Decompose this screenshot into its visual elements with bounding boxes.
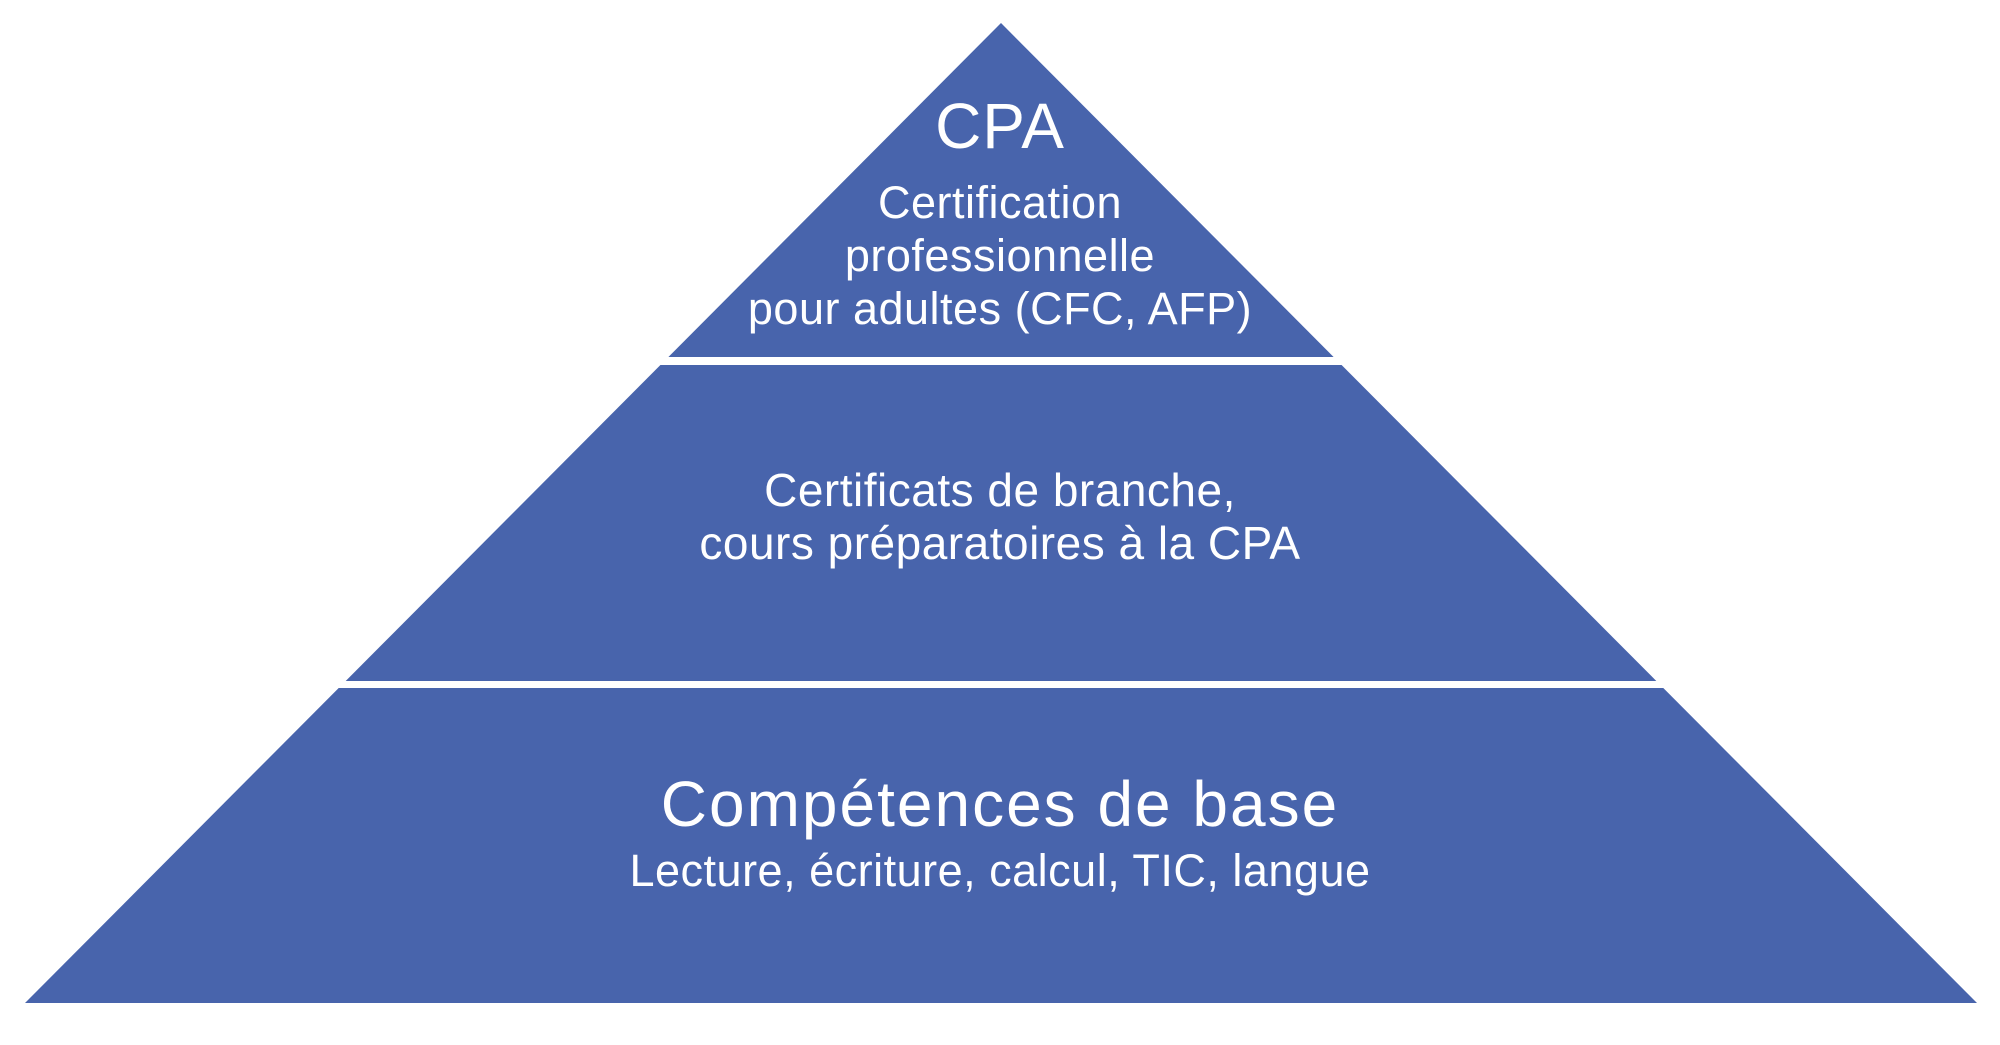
level-top-subtitle: Certification professionnelle pour adult… (0, 176, 2000, 335)
pyramid-level-middle-shape (345, 365, 1657, 681)
level-top-title: CPA (935, 90, 1065, 162)
level-middle-line-2: cours préparatoires à la CPA (699, 517, 1301, 569)
level-bottom-subtitle: Lecture, écriture, calcul, TIC, langue (629, 845, 1371, 896)
level-top-subtitle-line-2: professionnelle (844, 230, 1156, 281)
pyramid-level-bottom-shape (25, 688, 1977, 1003)
level-top-subtitle-line-1: Certification (877, 177, 1123, 228)
level-bottom-title: Compétences de base (660, 768, 1340, 840)
pyramid-level-top-shape (668, 23, 1334, 357)
level-middle-label: Certificats de branche, cours préparatoi… (0, 464, 2000, 570)
level-top-subtitle-line-3: pour adultes (CFC, AFP) (747, 283, 1253, 334)
level-middle-line-1: Certificats de branche, (764, 464, 1236, 516)
